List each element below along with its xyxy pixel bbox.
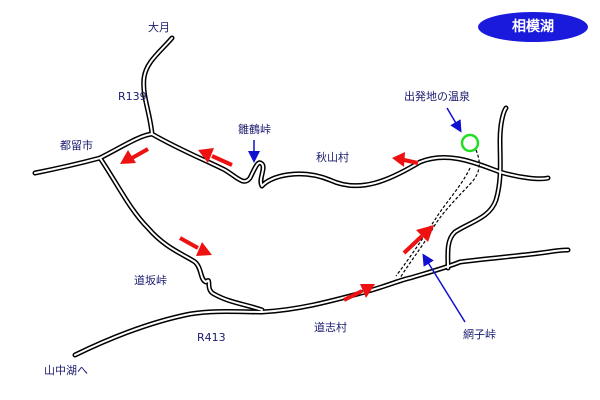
label-r413: R413 <box>197 331 226 344</box>
label-doshi-village: 道志村 <box>314 321 347 334</box>
route-arrow-1 <box>392 152 419 167</box>
title-badge <box>478 12 588 42</box>
label-r139: R139 <box>118 90 147 103</box>
roads-inner <box>34 37 569 356</box>
label-start-onsen: 出発地の温泉 <box>404 90 470 103</box>
label-to-yamanakako: 山中湖へ <box>44 364 88 377</box>
road-east-connector <box>445 105 509 271</box>
pointer-arrow-amiko <box>422 253 466 323</box>
label-dosaka-pass: 道坂峠 <box>134 274 167 287</box>
label-tsuru-city: 都留市 <box>60 139 93 152</box>
route-arrow-2 <box>198 148 233 167</box>
road-akiyama <box>149 131 551 189</box>
route-arrow-5 <box>343 284 375 302</box>
pointer-arrow-onsen <box>446 107 462 133</box>
label-otsuki: 大月 <box>148 21 170 34</box>
dotted-trail <box>395 149 480 279</box>
route-arrow-3 <box>120 147 149 164</box>
label-akiyama-village: 秋山村 <box>316 151 349 164</box>
route-arrow-6 <box>402 225 434 255</box>
label-amiko-pass: 網子峠 <box>463 328 496 341</box>
map-title: 相模湖 <box>512 19 554 35</box>
start-circle <box>460 133 480 153</box>
route-arrow-4 <box>179 236 212 256</box>
route-arrows <box>120 147 434 302</box>
label-hinazuru-pass: 雛鶴峠 <box>238 123 271 136</box>
